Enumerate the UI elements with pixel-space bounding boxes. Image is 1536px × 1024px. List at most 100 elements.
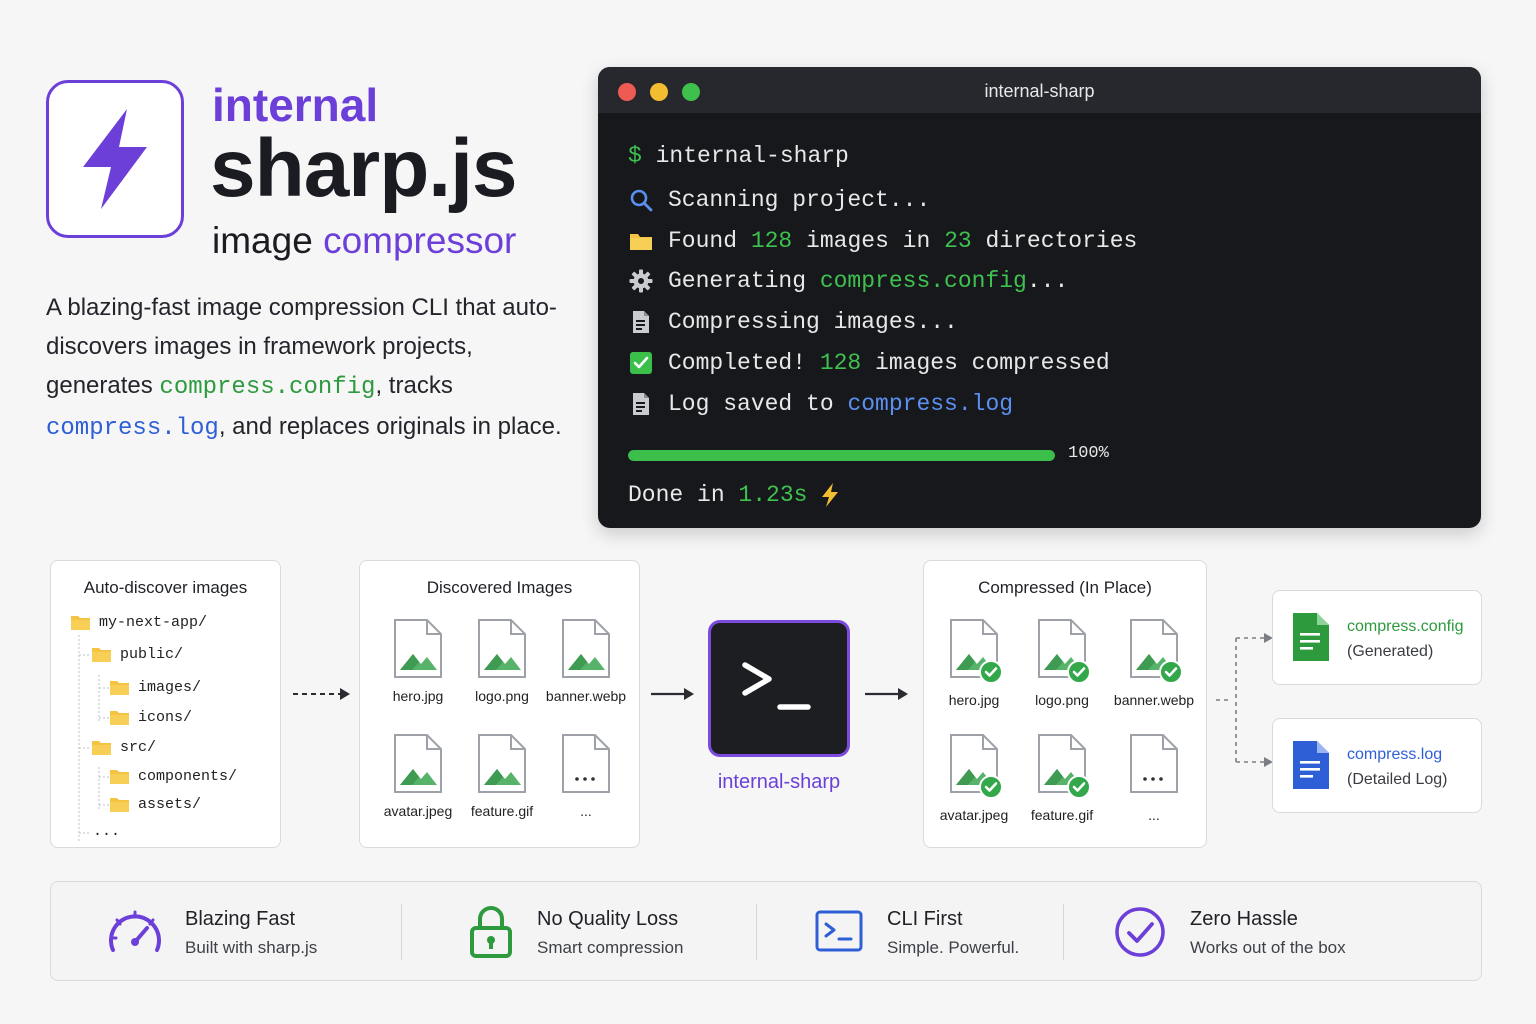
checkbox-checked-icon	[628, 350, 654, 376]
cli-label: internal-sharp	[717, 771, 841, 793]
terminal-line-log: Log saved to compress.log	[628, 391, 1013, 417]
feature-zero-hassle: Zero Hassle Works out of the box	[1064, 882, 1482, 980]
feature-title: No Quality Loss	[537, 908, 679, 930]
terminal-titlebar: internal-sharp	[598, 67, 1481, 113]
description-text: A blazing-fast image compression CLI tha…	[46, 294, 557, 399]
log-file-name: compress.log	[1347, 746, 1443, 763]
log-output-card[interactable]: compress.log (Detailed Log)	[1272, 718, 1482, 813]
panel-title: Auto-discover images	[83, 578, 248, 597]
feature-title: Blazing Fast	[185, 908, 296, 930]
config-file-name: compress.config	[819, 268, 1027, 294]
terminal-text: Completed!	[668, 350, 820, 376]
feature-title: Zero Hassle	[1190, 908, 1298, 930]
lightning-bolt-icon	[821, 483, 839, 507]
image-file-icon	[478, 734, 526, 793]
file-icon	[562, 734, 610, 793]
description: A blazing-fast image compression CLI tha…	[46, 288, 566, 448]
divider	[1063, 904, 1064, 960]
speedometer-icon	[109, 910, 161, 952]
file-name: avatar.jpeg	[383, 803, 453, 819]
features-bar: Blazing Fast Built with sharp.js No Qual…	[50, 881, 1482, 981]
image-file-card[interactable]: logo.png	[460, 618, 544, 704]
compressed-count: 128	[819, 350, 862, 376]
tree-item-label: src/	[120, 739, 157, 756]
divider	[401, 904, 402, 960]
folder-icon	[110, 681, 129, 695]
config-file-name: compress.config	[1347, 618, 1464, 635]
tree-item-components[interactable]: components/	[110, 768, 237, 785]
compressed-file-card[interactable]: feature.gif	[1020, 733, 1104, 823]
terminal-prompt-icon	[742, 662, 811, 710]
image-file-card[interactable]: hero.jpg	[376, 618, 460, 704]
folder-icon	[110, 770, 129, 784]
image-file-card[interactable]: feature.gif	[460, 733, 544, 819]
lock-icon	[470, 906, 512, 958]
minimize-window-button[interactable]	[650, 83, 668, 101]
app-logo	[46, 80, 184, 238]
document-icon	[628, 391, 654, 417]
config-output-card[interactable]: compress.config (Generated)	[1272, 590, 1482, 685]
terminal-line-done: Done in 1.23s	[628, 482, 839, 508]
brand-subtitle: image compressor	[212, 220, 516, 262]
compressed-file-card[interactable]: hero.jpg	[932, 618, 1016, 708]
log-file-status: (Detailed Log)	[1347, 771, 1448, 788]
brand-name: sharp.js	[210, 123, 517, 214]
feature-cli-first: CLI First Simple. Powerful.	[757, 882, 1063, 980]
compressed-image-icon	[1038, 619, 1091, 684]
feature-subtitle: Built with sharp.js	[185, 938, 318, 957]
tree-item-assets[interactable]: assets/	[110, 796, 201, 813]
compressed-file-card[interactable]: banner.webp	[1112, 618, 1196, 708]
panel-title: Discovered Images	[426, 578, 573, 597]
terminal-line-compressing: Compressing images...	[628, 309, 958, 335]
file-name: feature.gif	[470, 803, 534, 819]
config-file-icon	[1293, 613, 1329, 661]
file-name: banner.webp	[1113, 692, 1195, 708]
compressed-file-card[interactable]: logo.png	[1020, 618, 1104, 708]
maximize-window-button[interactable]	[682, 83, 700, 101]
compressed-image-icon	[1130, 619, 1183, 684]
file-name: hero.jpg	[948, 692, 1000, 708]
terminal-text: Scanning project...	[668, 187, 931, 213]
tree-item-label: public/	[120, 646, 184, 663]
more-files-card[interactable]: ...	[544, 733, 628, 819]
terminal-command: internal-sharp	[655, 143, 849, 169]
tree-item-icons[interactable]: icons/	[110, 709, 192, 726]
found-count: 128	[750, 228, 793, 254]
terminal-prompt: $	[628, 143, 642, 169]
more-files-card[interactable]: ...	[1112, 733, 1196, 823]
terminal-line-completed: Completed! 128 images compressed	[628, 350, 1110, 376]
terminal-text: Compressing images...	[668, 309, 958, 335]
terminal-title: internal-sharp	[984, 81, 1095, 101]
file-name: logo.png	[1035, 692, 1089, 708]
tree-item-root[interactable]: my-next-app/	[71, 614, 207, 631]
tree-item-label: assets/	[138, 796, 202, 813]
folder-icon	[110, 798, 129, 812]
tree-item-label: my-next-app/	[99, 614, 208, 631]
divider	[756, 904, 757, 960]
tree-item-label: images/	[138, 679, 202, 696]
image-file-card[interactable]: banner.webp	[544, 618, 628, 704]
flow-arrow	[651, 688, 694, 700]
close-window-button[interactable]	[618, 83, 636, 101]
feature-title: CLI First	[887, 908, 963, 930]
folder-icon	[92, 741, 111, 755]
brand-prefix: internal	[212, 79, 379, 131]
folder-icon	[628, 228, 654, 254]
feature-subtitle: Simple. Powerful.	[887, 938, 1020, 957]
cli-terminal-icon	[708, 620, 850, 757]
image-file-card[interactable]: avatar.jpeg	[376, 733, 460, 819]
tree-item-images[interactable]: images/	[110, 679, 201, 696]
compressed-file-card[interactable]: avatar.jpeg	[932, 733, 1016, 823]
image-file-icon	[394, 619, 442, 678]
feature-subtitle: Works out of the box	[1190, 938, 1346, 957]
file-name: banner.webp	[545, 688, 627, 704]
description-text: , and replaces originals in place.	[218, 413, 562, 440]
tree-item-public[interactable]: public/	[92, 646, 183, 663]
progress-bar	[628, 450, 1055, 461]
file-name: feature.gif	[1030, 807, 1094, 823]
tree-item-src[interactable]: src/	[92, 739, 156, 756]
feature-subtitle: Smart compression	[537, 938, 684, 957]
file-name: logo.png	[475, 688, 529, 704]
compressed-image-icon	[950, 619, 1003, 684]
tree-item-label: ...	[93, 823, 121, 840]
